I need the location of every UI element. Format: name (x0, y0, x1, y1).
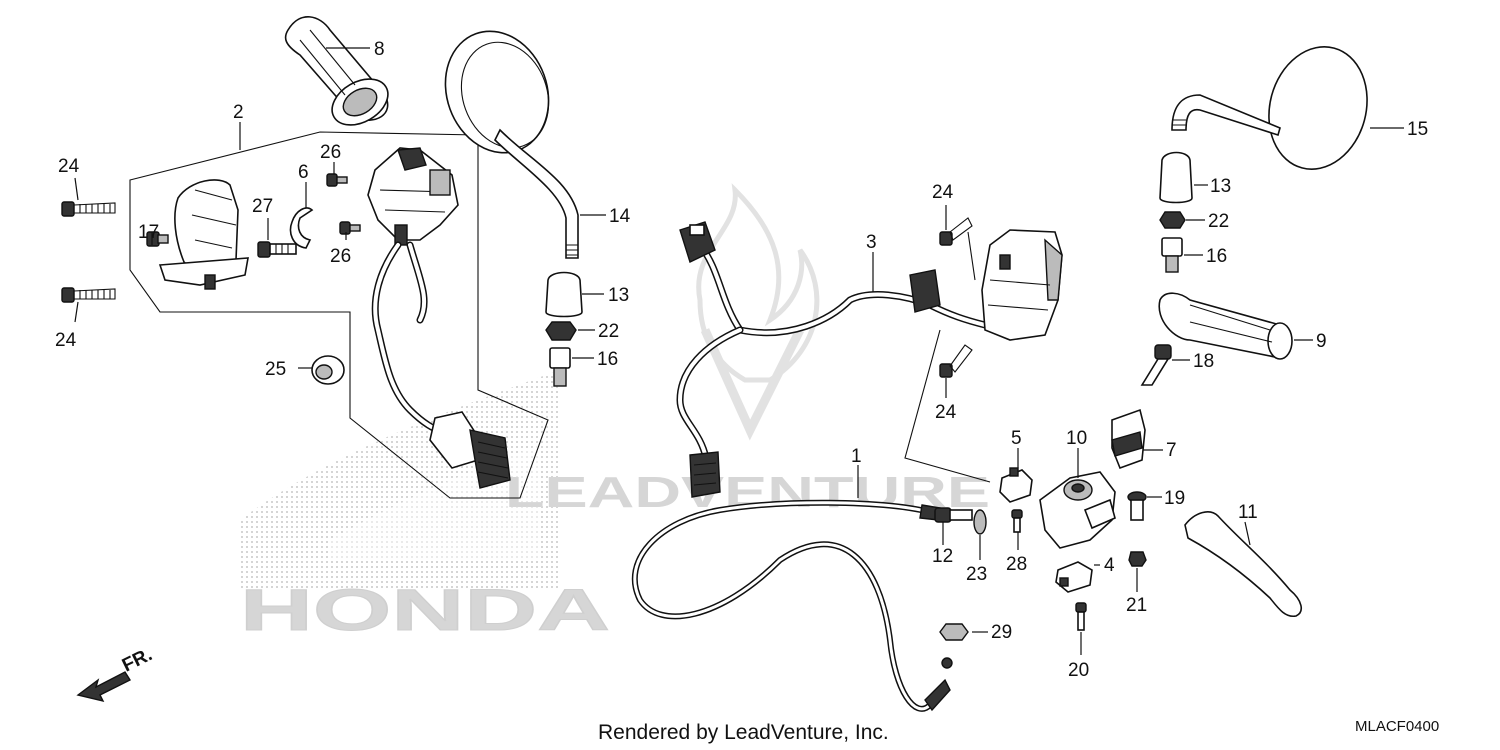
left-upper-screw (61, 201, 116, 217)
lever-bracket (1039, 471, 1116, 549)
callout-7: 7 (1166, 440, 1177, 461)
switch-5 (999, 467, 1033, 503)
diagram-code: MLACF0400 (1355, 718, 1439, 735)
callout-24-left-upper: 24 (58, 156, 80, 177)
screw-28 (1011, 509, 1023, 533)
callout-22-right: 22 (1208, 211, 1229, 232)
left-mirror (444, 30, 579, 259)
honda-watermark: HONDA (240, 370, 611, 644)
callout-23: 23 (966, 564, 987, 585)
honda-watermark-text: HONDA (240, 578, 610, 643)
callout-9: 9 (1316, 331, 1327, 352)
rendered-by-credit: Rendered by LeadVenture, Inc. (598, 721, 889, 744)
callout-4: 4 (1104, 555, 1115, 576)
left-nut (545, 321, 577, 341)
callout-22-left: 22 (598, 321, 619, 342)
callout-15: 15 (1407, 119, 1428, 140)
clutch-lever (1184, 511, 1303, 618)
screw-20 (1075, 602, 1087, 631)
callout-29: 29 (991, 622, 1012, 643)
callout-3: 3 (866, 232, 877, 253)
screw-26-lower (339, 221, 361, 235)
left-lower-screw (61, 287, 116, 303)
pivot-bolt-19 (1127, 491, 1147, 521)
callout-16-left: 16 (597, 349, 618, 370)
callout-24-mid-upper: 24 (932, 182, 954, 203)
screw-24-mid-upper (939, 217, 973, 246)
callout-26-upper: 26 (320, 142, 341, 163)
screw-27 (257, 241, 297, 258)
callout-10: 10 (1066, 428, 1087, 449)
left-connector (429, 411, 511, 489)
callout-11: 11 (1238, 502, 1258, 523)
nut-21 (1128, 551, 1147, 567)
callout-13-right: 13 (1210, 176, 1231, 197)
band-25 (311, 355, 345, 385)
cable-adjuster-12 (934, 507, 973, 523)
callout-2: 2 (233, 102, 244, 123)
left-mirror-cap (545, 271, 583, 318)
left-switch-body (367, 147, 459, 246)
callout-13-left: 13 (608, 285, 629, 306)
holder-7 (1111, 408, 1146, 470)
right-grip (1158, 292, 1293, 360)
right-adapter (1161, 237, 1183, 273)
left-adapter (549, 347, 571, 387)
callout-25: 25 (265, 359, 286, 380)
callout-1: 1 (851, 446, 862, 467)
front-direction-indicator: FR. (76, 644, 156, 703)
right-mirror (1171, 46, 1368, 170)
callout-6: 6 (298, 162, 309, 183)
right-switch-guide-lines (904, 231, 991, 483)
callout-27: 27 (252, 196, 273, 217)
screw-26-upper (326, 173, 348, 187)
lock-nut-23 (973, 509, 987, 535)
callout-24-left-lower: 24 (55, 330, 77, 351)
callout-17: 17 (138, 222, 159, 243)
left-switch-housing (158, 179, 249, 290)
left-switch-group-outline (129, 131, 549, 499)
callout-20: 20 (1068, 660, 1089, 681)
callout-18: 18 (1193, 351, 1214, 372)
nut-29 (939, 623, 969, 641)
callout-24-mid-lower: 24 (935, 402, 957, 423)
callout-19: 19 (1164, 488, 1185, 509)
callout-5: 5 (1011, 428, 1022, 449)
callout-8: 8 (374, 39, 385, 60)
callout-26-lower: 26 (330, 246, 351, 267)
right-nut (1159, 211, 1186, 229)
left-grip (284, 16, 389, 126)
clip-6 (289, 207, 314, 249)
clutch-cable (631, 499, 953, 712)
callout-16-right: 16 (1206, 246, 1227, 267)
right-switch-housing (981, 229, 1063, 341)
callout-21: 21 (1126, 595, 1147, 616)
small-screw-17 (146, 231, 169, 247)
right-mirror-cap (1159, 151, 1193, 204)
callouts: 1 2 3 4 5 6 7 8 9 10 11 12 13 13 14 15 1… (55, 39, 1428, 681)
right-switch-harness (676, 221, 989, 498)
leader-lines (74, 47, 1404, 655)
callout-14: 14 (609, 206, 631, 227)
callout-12: 12 (932, 546, 953, 567)
screw-24-mid-lower (939, 344, 973, 378)
callout-28: 28 (1006, 554, 1027, 575)
bolt-18 (1140, 344, 1172, 386)
switch-4 (1055, 561, 1093, 593)
